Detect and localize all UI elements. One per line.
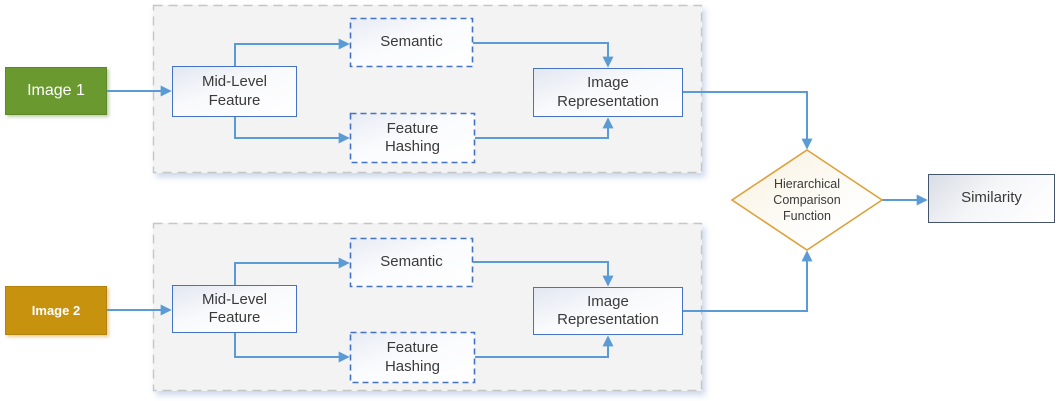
semantic-box-2: Semantic <box>350 238 473 287</box>
mid-level-feature-label-2: Mid-Level Feature <box>201 290 268 326</box>
feature-hashing-label-1: Feature Hashing <box>384 119 441 155</box>
image1-label: Image 1 <box>27 82 85 100</box>
semantic-box-1: Semantic <box>350 18 473 67</box>
feature-hashing-box-2: Feature Hashing <box>350 332 475 383</box>
image-representation-box-2: Image Representation <box>533 287 683 335</box>
feature-hashing-label-2: Feature Hashing <box>384 339 441 375</box>
image-representation-box-1: Image Representation <box>533 68 683 117</box>
similarity-box: Similarity <box>928 174 1055 223</box>
mid-level-feature-box-1: Mid-Level Feature <box>172 66 297 117</box>
semantic-label-2: Semantic <box>380 253 443 271</box>
similarity-label: Similarity <box>961 189 1022 207</box>
image1-node: Image 1 <box>5 67 107 115</box>
image2-label: Image 2 <box>31 302 81 318</box>
image2-node: Image 2 <box>5 286 107 335</box>
image-representation-label-2: Image Representation <box>557 292 659 328</box>
mid-level-feature-label-1: Mid-Level Feature <box>201 73 268 109</box>
semantic-label-1: Semantic <box>380 33 443 51</box>
image-representation-label-1: Image Representation <box>557 74 659 110</box>
feature-hashing-box-1: Feature Hashing <box>350 113 475 163</box>
mid-level-feature-box-2: Mid-Level Feature <box>172 285 297 333</box>
comparison-diamond-label: Hierarchical Comparison Function <box>773 176 841 224</box>
